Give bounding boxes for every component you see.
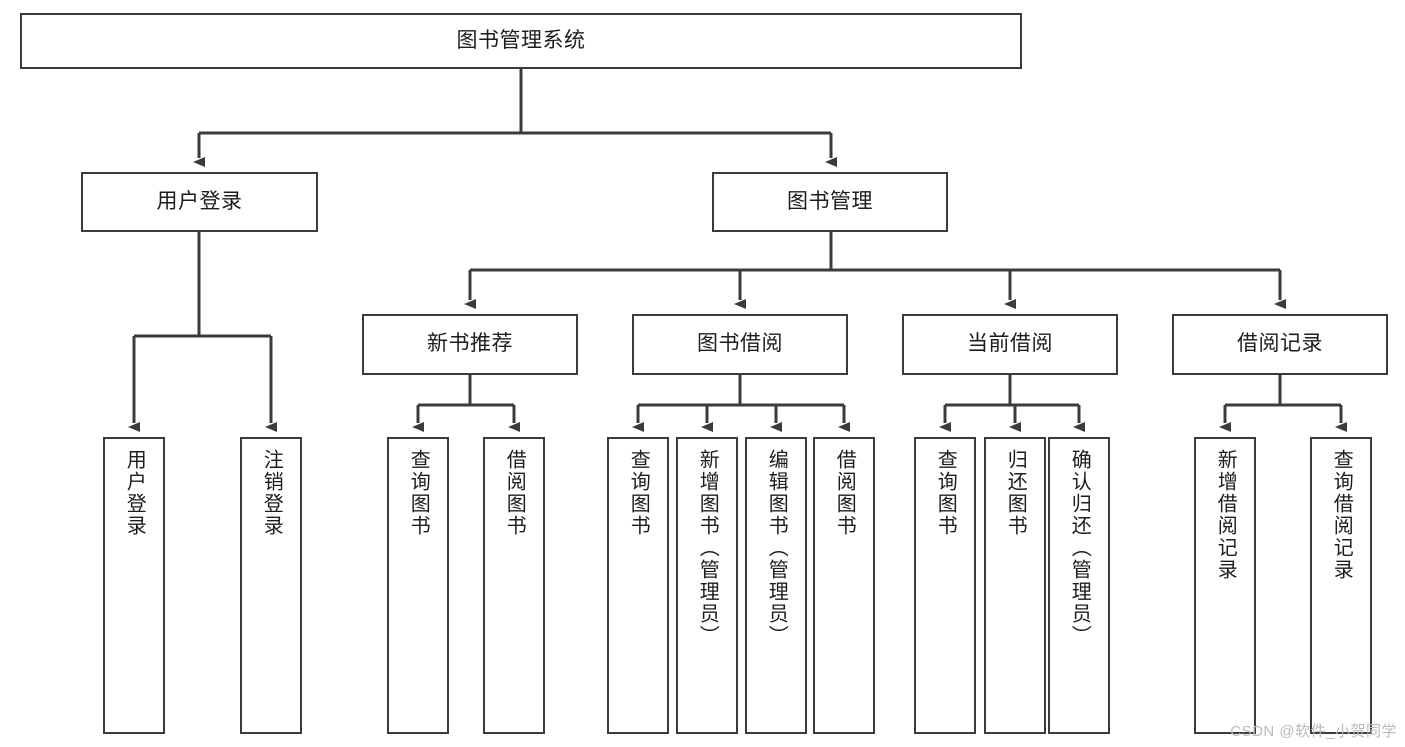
node-book-borrow-label: 图书借阅 [697, 332, 783, 356]
node-leaf-add-book-label: 新增图书（管理员） [696, 449, 719, 647]
node-current-borrow-label: 当前借阅 [967, 332, 1053, 356]
node-leaf-user-login[interactable]: 用户登录 [103, 437, 165, 734]
node-leaf-logout-label: 注销登录 [260, 449, 283, 537]
node-leaf-query-record[interactable]: 查询借阅记录 [1310, 437, 1372, 734]
node-leaf-query-book-1[interactable]: 查询图书 [387, 437, 449, 734]
node-leaf-edit-book-label: 编辑图书（管理员） [765, 449, 788, 647]
node-root-label: 图书管理系统 [456, 28, 586, 52]
node-borrow-record[interactable]: 借阅记录 [1172, 314, 1388, 375]
node-new-book-recommend[interactable]: 新书推荐 [362, 314, 578, 375]
node-leaf-borrow-book-2[interactable]: 借阅图书 [813, 437, 875, 734]
node-leaf-query-book-1-label: 查询图书 [407, 449, 430, 537]
node-leaf-query-book-2-label: 查询图书 [627, 449, 650, 537]
node-leaf-user-login-label: 用户登录 [123, 449, 146, 537]
node-leaf-add-record[interactable]: 新增借阅记录 [1194, 437, 1256, 734]
node-user-login-label: 用户登录 [156, 189, 243, 213]
node-user-login[interactable]: 用户登录 [81, 172, 318, 232]
node-book-manage[interactable]: 图书管理 [712, 172, 948, 232]
node-leaf-logout[interactable]: 注销登录 [240, 437, 302, 734]
node-book-borrow[interactable]: 图书借阅 [632, 314, 848, 375]
watermark-text: CSDN @软件_小贺同学 [1230, 723, 1397, 740]
node-current-borrow[interactable]: 当前借阅 [902, 314, 1118, 375]
node-leaf-query-book-3-label: 查询图书 [934, 449, 957, 537]
node-leaf-confirm-return[interactable]: 确认归还（管理员） [1048, 437, 1110, 734]
node-leaf-return-book-label: 归还图书 [1004, 449, 1027, 537]
node-leaf-query-book-2[interactable]: 查询图书 [607, 437, 669, 734]
node-leaf-query-record-label: 查询借阅记录 [1330, 449, 1353, 581]
node-leaf-borrow-book-1[interactable]: 借阅图书 [483, 437, 545, 734]
node-leaf-query-book-3[interactable]: 查询图书 [914, 437, 976, 734]
node-new-book-recommend-label: 新书推荐 [427, 332, 513, 356]
node-borrow-record-label: 借阅记录 [1237, 332, 1323, 356]
node-leaf-confirm-return-label: 确认归还（管理员） [1068, 449, 1091, 647]
node-leaf-add-record-label: 新增借阅记录 [1214, 449, 1237, 581]
node-leaf-add-book[interactable]: 新增图书（管理员） [676, 437, 738, 734]
node-root[interactable]: 图书管理系统 [20, 13, 1022, 69]
node-leaf-borrow-book-2-label: 借阅图书 [833, 449, 856, 537]
node-leaf-borrow-book-1-label: 借阅图书 [503, 449, 526, 537]
node-leaf-edit-book[interactable]: 编辑图书（管理员） [745, 437, 807, 734]
node-leaf-return-book[interactable]: 归还图书 [984, 437, 1046, 734]
node-book-manage-label: 图书管理 [787, 189, 873, 213]
